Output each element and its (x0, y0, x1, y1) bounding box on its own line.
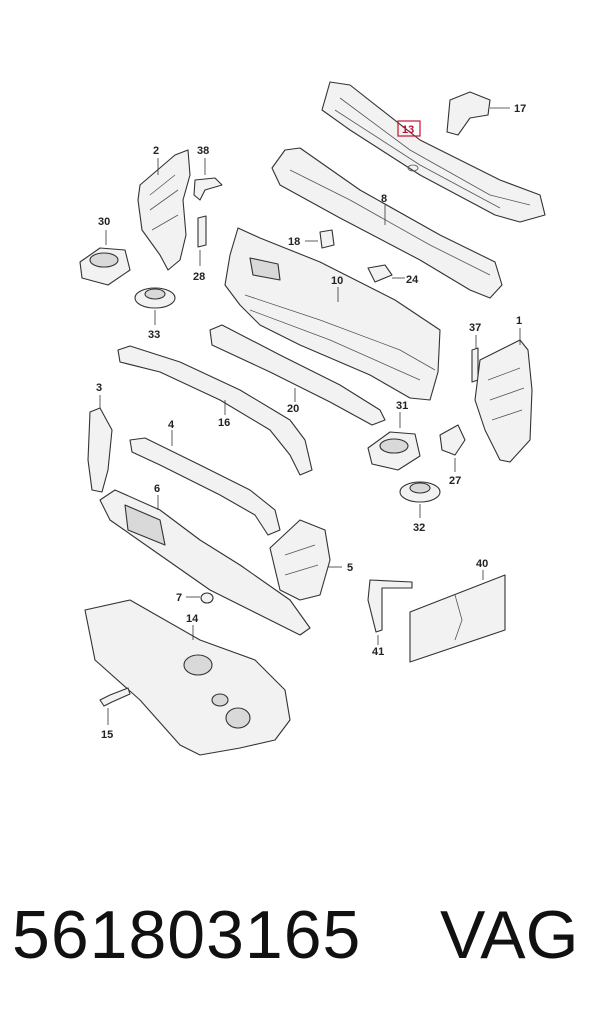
part-33-grommet[interactable] (134, 287, 176, 325)
part-40-insulation-mat[interactable] (409, 570, 506, 663)
part-18-plate[interactable] (305, 229, 335, 249)
part-2-pillar-panel[interactable] (137, 149, 191, 271)
callout-17: 17 (514, 103, 526, 115)
callout-13-box (397, 120, 421, 137)
part-37-clip[interactable] (471, 335, 479, 383)
callout-8: 8 (381, 193, 387, 205)
part-24-plate[interactable] (367, 264, 405, 283)
part-28-clip[interactable] (197, 215, 207, 266)
callout-20: 20 (287, 403, 299, 415)
part-20-seal[interactable] (209, 324, 386, 426)
part-7-plug[interactable] (186, 592, 214, 604)
part-10-plenum[interactable] (224, 227, 441, 401)
part-4-bulkhead-seal[interactable] (129, 430, 281, 536)
callout-6: 6 (154, 483, 160, 495)
callout-40: 40 (476, 558, 488, 570)
callout-1: 1 (516, 315, 522, 327)
callout-5: 5 (347, 562, 353, 574)
callout-7: 7 (176, 592, 182, 604)
callout-31: 31 (396, 400, 408, 412)
callout-33: 33 (148, 329, 160, 341)
part-number: 561803165 (12, 897, 362, 973)
callout-13: 13 (402, 124, 414, 136)
callout-38: 38 (197, 145, 209, 157)
part-30-strut-mount[interactable] (79, 230, 131, 286)
callout-24: 24 (406, 274, 419, 286)
part-15-bolt[interactable] (99, 687, 131, 725)
part-3-bracket[interactable] (87, 395, 113, 493)
part-31-strut-mount[interactable] (367, 412, 421, 471)
callout-37: 37 (469, 322, 481, 334)
part-8-cross-member[interactable] (271, 147, 503, 299)
part-14-dash-insulator[interactable] (84, 599, 291, 756)
callout-32: 32 (413, 522, 425, 534)
part-41-bracket[interactable] (367, 579, 413, 645)
callout-labels: 17 13 2 38 8 30 18 24 28 10 33 37 1 3 16… (96, 103, 526, 741)
callout-18: 18 (288, 236, 300, 248)
callout-14: 14 (186, 613, 199, 625)
callout-4: 4 (168, 419, 175, 431)
brand-label: VAG (440, 897, 579, 973)
callout-27: 27 (449, 475, 461, 487)
callout-15: 15 (101, 729, 113, 741)
callout-41: 41 (372, 646, 384, 658)
callout-28: 28 (193, 271, 205, 283)
callout-30: 30 (98, 216, 110, 228)
footer: 561803165 VAG (0, 880, 600, 1000)
callout-2: 2 (153, 145, 159, 157)
callout-16: 16 (218, 417, 230, 429)
part-27-bracket[interactable] (439, 424, 466, 472)
part-32-grommet[interactable] (399, 481, 441, 518)
part-38-clip[interactable] (193, 158, 223, 201)
part-1-pillar-panel[interactable] (474, 328, 533, 463)
part-6-bulkhead[interactable] (99, 489, 311, 636)
callout-10: 10 (331, 275, 343, 287)
part-13-cowl-upper[interactable] (321, 81, 546, 223)
part-17-bracket[interactable] (446, 91, 510, 136)
part-5-side-box[interactable] (269, 519, 342, 601)
part-16-rail[interactable] (117, 345, 313, 476)
callout-3: 3 (96, 382, 102, 394)
parts-exploded-diagram: 17 13 2 38 8 30 18 24 28 10 33 37 1 3 16… (79, 81, 546, 756)
